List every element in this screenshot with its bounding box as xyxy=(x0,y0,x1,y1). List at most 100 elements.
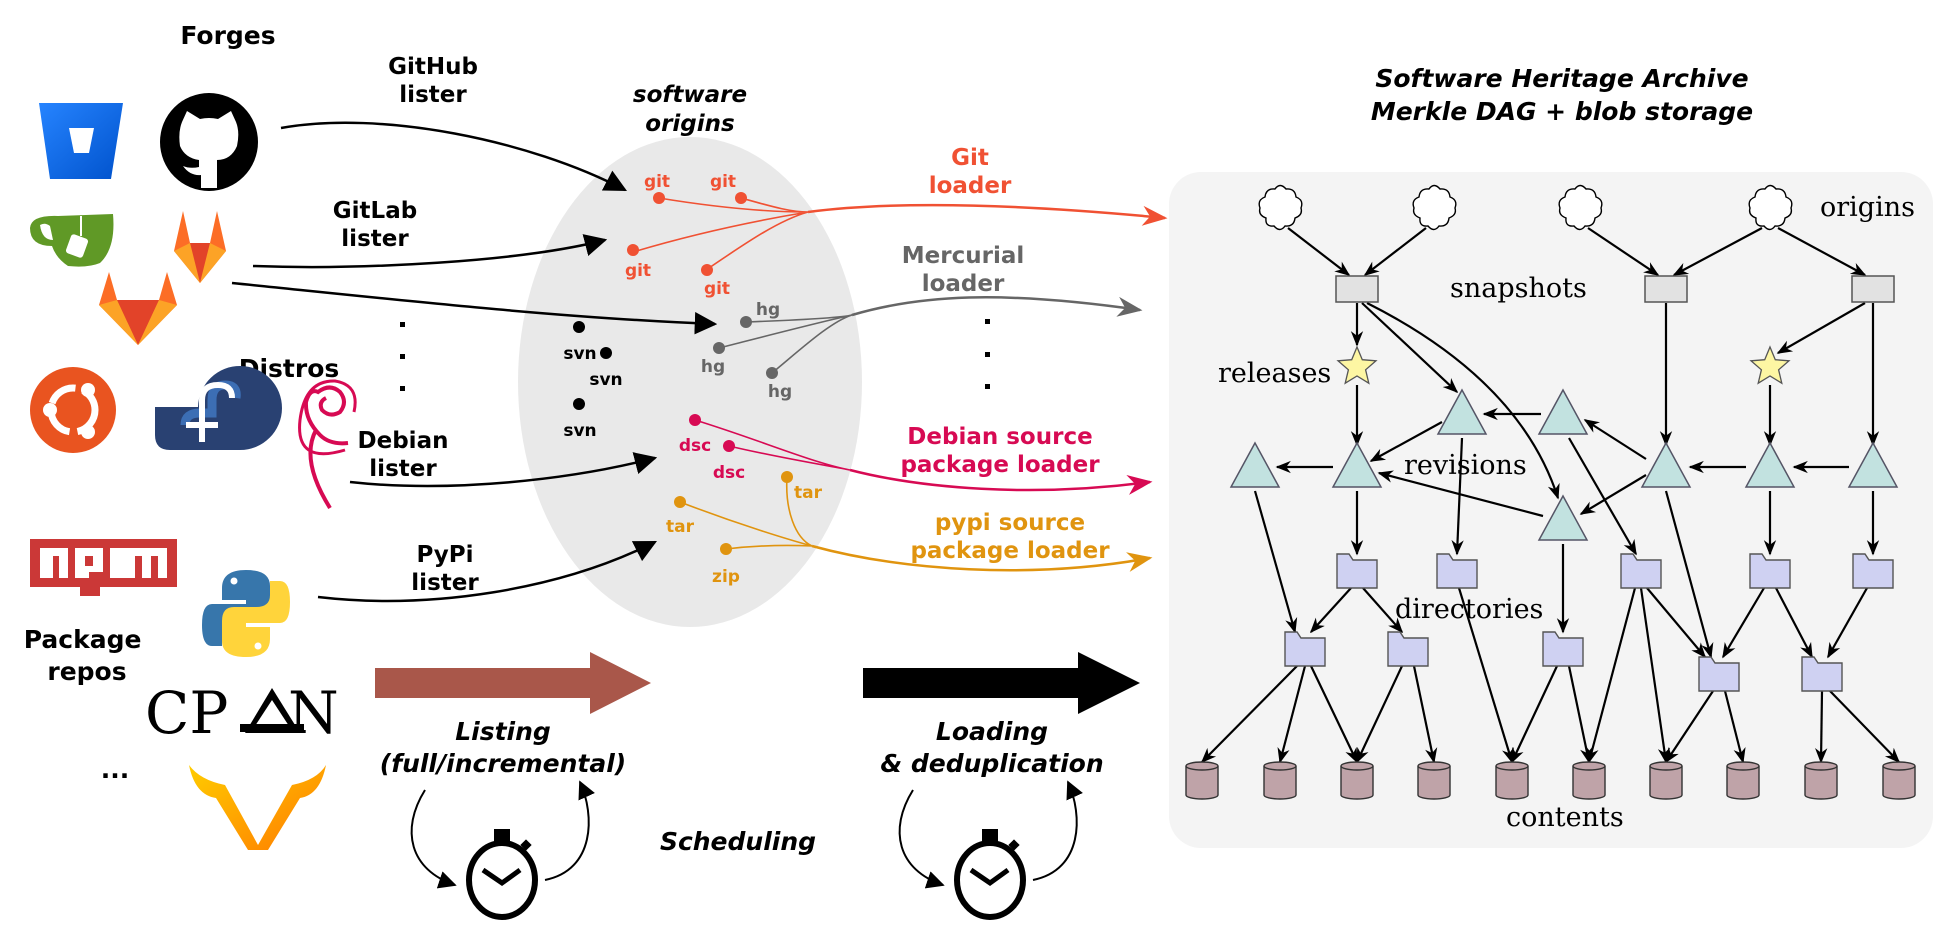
dag-edge xyxy=(1363,227,1427,276)
dag-edge xyxy=(1775,587,1813,659)
gitea-logo-icon xyxy=(30,214,114,267)
more-repos-ellipsis: ... xyxy=(101,755,130,784)
content-node xyxy=(1804,761,1838,800)
svn-origin-label: svn xyxy=(563,344,596,364)
svg-text:N: N xyxy=(288,679,339,747)
directory-node xyxy=(1284,631,1326,667)
dag-edge xyxy=(1362,587,1404,634)
pypi-lister-arrow xyxy=(317,540,658,603)
content-node xyxy=(1572,761,1606,800)
dag-edge xyxy=(1827,587,1868,659)
svn-origin-label: svn xyxy=(589,370,622,390)
dag-edge xyxy=(1309,587,1352,634)
dag-edge xyxy=(1815,690,1828,764)
listing-stage-arrow xyxy=(375,652,651,714)
snapshots-label: snapshots xyxy=(1450,273,1587,304)
dag-edge xyxy=(1646,587,1706,659)
gitlab-logo-icon xyxy=(99,272,177,345)
origin-cloud-icon xyxy=(1412,184,1457,231)
content-node xyxy=(1882,761,1916,800)
dag-edge xyxy=(1451,437,1464,556)
content-node xyxy=(1340,761,1374,800)
content-node xyxy=(1649,761,1683,800)
software-origins-ellipse xyxy=(518,137,862,627)
revision-node xyxy=(1229,441,1281,488)
dag-edge xyxy=(1777,227,1867,276)
svn-origins: svn svn svn xyxy=(563,321,623,441)
listing-stage-label: Listing(full/incremental) xyxy=(380,717,626,778)
fedora-logo-icon xyxy=(155,366,282,450)
listing-timer-icon xyxy=(410,780,595,920)
git-origin-label: git xyxy=(625,261,651,281)
git-loader-arrow xyxy=(807,203,1168,226)
dag-edge xyxy=(1369,421,1443,462)
revision-node xyxy=(1847,441,1899,488)
package-repos-line2: repos xyxy=(47,657,126,686)
dag-edge xyxy=(1722,587,1765,659)
gitlab2-lister-arrow xyxy=(231,281,718,335)
debian-logo-icon xyxy=(298,379,357,510)
debian-lister-arrow xyxy=(349,452,658,488)
git-origin-label: git xyxy=(704,279,730,299)
loading-stage-arrow xyxy=(863,652,1140,714)
dag-edges xyxy=(1200,227,1901,764)
dsc-origin-label: dsc xyxy=(713,463,745,483)
svg-text:CP: CP xyxy=(145,679,228,747)
npm-logo-icon xyxy=(30,539,177,596)
github-lister-arrow xyxy=(280,121,627,192)
dag-edge xyxy=(1829,690,1901,764)
revisions-label: revisions xyxy=(1404,450,1527,481)
ubuntu-logo-icon xyxy=(30,367,116,453)
snapshot-node xyxy=(1644,275,1688,303)
tar-origin-label: tar xyxy=(666,517,695,537)
origin-cloud-icon xyxy=(1258,184,1303,231)
tar-origin-label: tar xyxy=(794,483,823,503)
directory-node xyxy=(1620,553,1662,589)
dag-edge xyxy=(1664,490,1714,659)
pypi-origins: tar zip tar xyxy=(666,471,1153,587)
python-logo-icon xyxy=(202,570,290,657)
dag-edge xyxy=(1361,302,1459,394)
dag-edge xyxy=(1587,227,1660,276)
directory-node xyxy=(1801,656,1843,692)
dag-edge xyxy=(1200,665,1298,764)
loading-timer-icon xyxy=(898,780,1083,920)
cpan-logo-icon: CP N xyxy=(145,679,339,747)
release-node xyxy=(1749,345,1791,385)
hg-origins: hg hg hg xyxy=(701,296,1143,402)
gitlab-logo-icon xyxy=(174,211,226,283)
content-node xyxy=(1263,761,1297,800)
contents-label: contents xyxy=(1506,802,1624,833)
git-origins: git git git git xyxy=(625,172,1168,299)
directory-node xyxy=(1336,553,1378,589)
snapshot-node xyxy=(1851,275,1895,303)
loading-stage-label: Loading& deduplication xyxy=(880,717,1103,778)
svn-origin-label: svn xyxy=(563,421,596,441)
forges-heading: Forges xyxy=(180,21,275,50)
dag-edge xyxy=(1310,665,1358,764)
revision-node xyxy=(1331,441,1383,488)
dag-edge xyxy=(1567,665,1593,764)
dsc-origin-label: dsc xyxy=(679,436,711,456)
directory-node xyxy=(1387,631,1429,667)
bitbucket-logo-icon xyxy=(39,103,123,179)
dag-edge xyxy=(1377,470,1544,518)
dag-edge xyxy=(1639,587,1671,764)
dag-edge xyxy=(1723,690,1746,764)
origins-label: origins xyxy=(1820,192,1915,223)
dag-edge xyxy=(1253,490,1298,634)
hg-origin-label: hg xyxy=(701,357,725,377)
dag-edge xyxy=(1511,665,1558,764)
dag-edge xyxy=(1356,665,1403,764)
dag-edge xyxy=(1287,227,1351,276)
revision-node xyxy=(1537,388,1589,435)
directory-node xyxy=(1749,553,1791,589)
content-node xyxy=(1726,761,1760,800)
